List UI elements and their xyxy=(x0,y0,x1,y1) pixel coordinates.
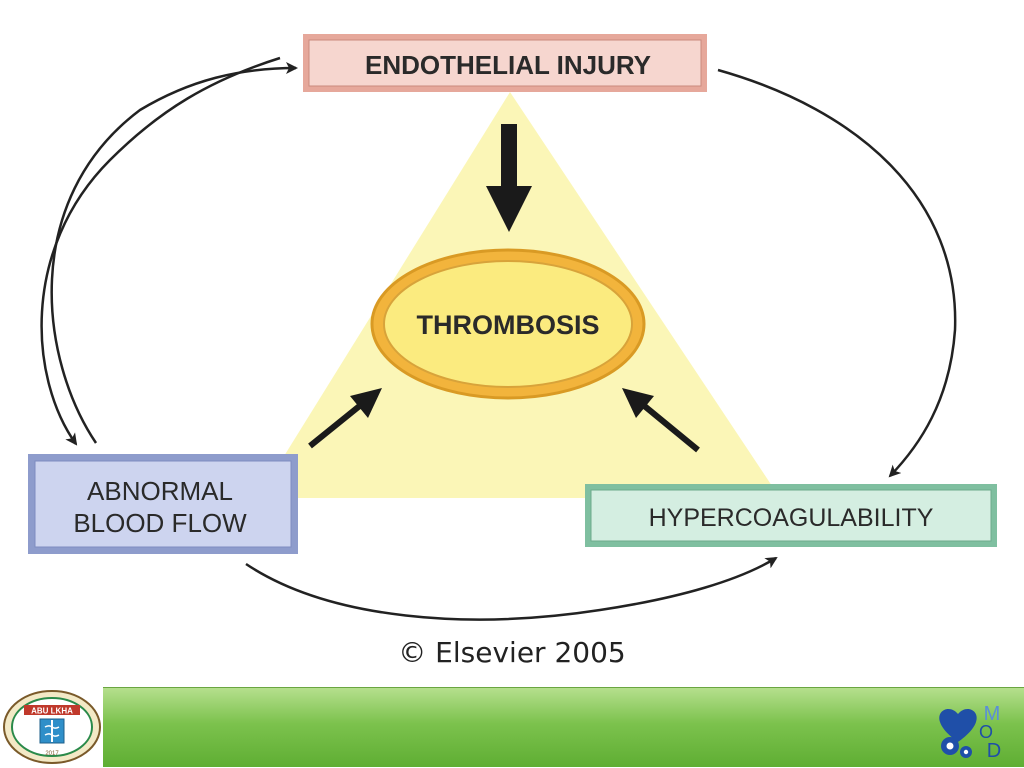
abnormal-blood-flow-line2: BLOOD FLOW xyxy=(73,508,247,538)
copyright-text: © Elsevier 2005 xyxy=(398,636,626,669)
thrombosis-label: THROMBOSIS xyxy=(416,310,599,340)
curve-arrow-top-to-left xyxy=(40,56,281,446)
endothelial-injury-box: ENDOTHELIAL INJURY xyxy=(303,34,707,92)
footer: ABU LKHA 2017 xyxy=(0,687,1024,768)
seal-year: 2017 xyxy=(45,751,59,757)
curve-arrow-left-to-top xyxy=(50,62,298,444)
mod-letter-m: M xyxy=(984,703,1001,725)
footer-green-bar xyxy=(103,687,1024,767)
hypercoagulability-box: HYPERCOAGULABILITY xyxy=(585,484,997,547)
arrow-down-icon xyxy=(486,124,532,232)
abnormal-blood-flow-line1: ABNORMAL xyxy=(87,476,233,506)
mod-logo: M O D xyxy=(939,703,1001,760)
curve-arrow-left-to-right xyxy=(245,556,778,621)
hypercoagulability-label: HYPERCOAGULABILITY xyxy=(649,504,934,532)
endothelial-injury-label: ENDOTHELIAL INJURY xyxy=(365,50,651,80)
abnormal-blood-flow-box: ABNORMAL BLOOD FLOW xyxy=(28,454,298,554)
mod-letter-o: O xyxy=(979,722,993,742)
curve-arrow-top-to-right xyxy=(717,68,957,478)
arrow-right-diagonal-icon xyxy=(622,388,700,453)
university-seal-logo: ABU LKHA 2017 xyxy=(3,690,101,764)
mod-letter-d: D xyxy=(987,740,1001,760)
arrow-left-diagonal-icon xyxy=(308,388,382,449)
thrombosis-node: THROMBOSIS xyxy=(370,248,646,400)
virchow-triad-diagram: THROMBOSIS ENDOTHELIAL INJURY ABNORMAL B… xyxy=(28,34,997,621)
seal-lettering: ABU LKHA xyxy=(31,707,73,716)
